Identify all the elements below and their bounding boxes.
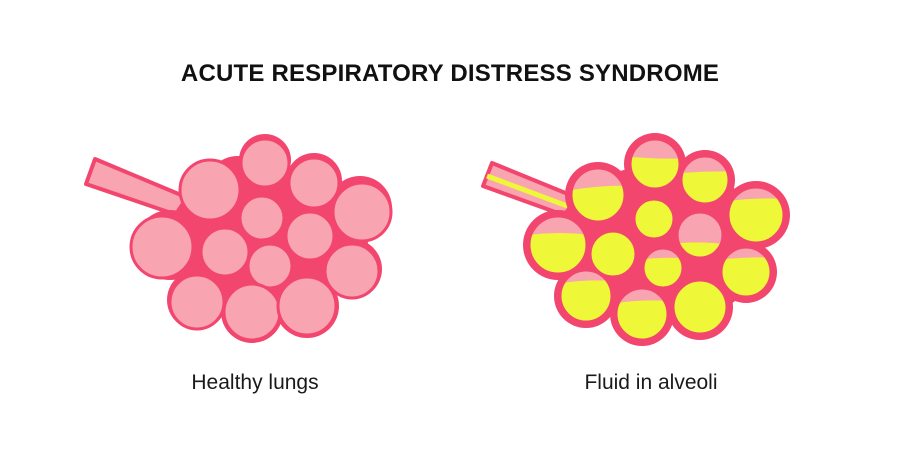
fluid-alveoli	[527, 137, 786, 342]
alveolus	[238, 194, 286, 242]
page-title: ACUTE RESPIRATORY DISTRESS SYNDROME	[180, 60, 720, 87]
fluid-alveoli-cluster-icon	[481, 133, 790, 346]
alveolus	[199, 226, 251, 278]
healthy-alveoli-cluster-icon	[84, 134, 393, 343]
alveolus	[276, 275, 338, 337]
alveolus	[178, 158, 242, 222]
alveolus	[331, 181, 393, 243]
alveolus	[168, 273, 226, 331]
healthy-lungs-caption: Healthy lungs	[191, 371, 319, 394]
alveolus	[129, 214, 195, 280]
fluid-alveolus	[571, 168, 625, 222]
alveolus	[222, 282, 282, 342]
alveolus	[323, 242, 381, 300]
alveolus	[284, 210, 336, 262]
alveolus	[239, 137, 291, 189]
alveolus	[287, 156, 341, 210]
fluid-alveolus	[673, 280, 727, 334]
alveolus	[246, 242, 294, 290]
healthy-alveoli	[129, 137, 393, 342]
fluid-in-alveoli-caption: Fluid in alveoli	[584, 371, 718, 394]
